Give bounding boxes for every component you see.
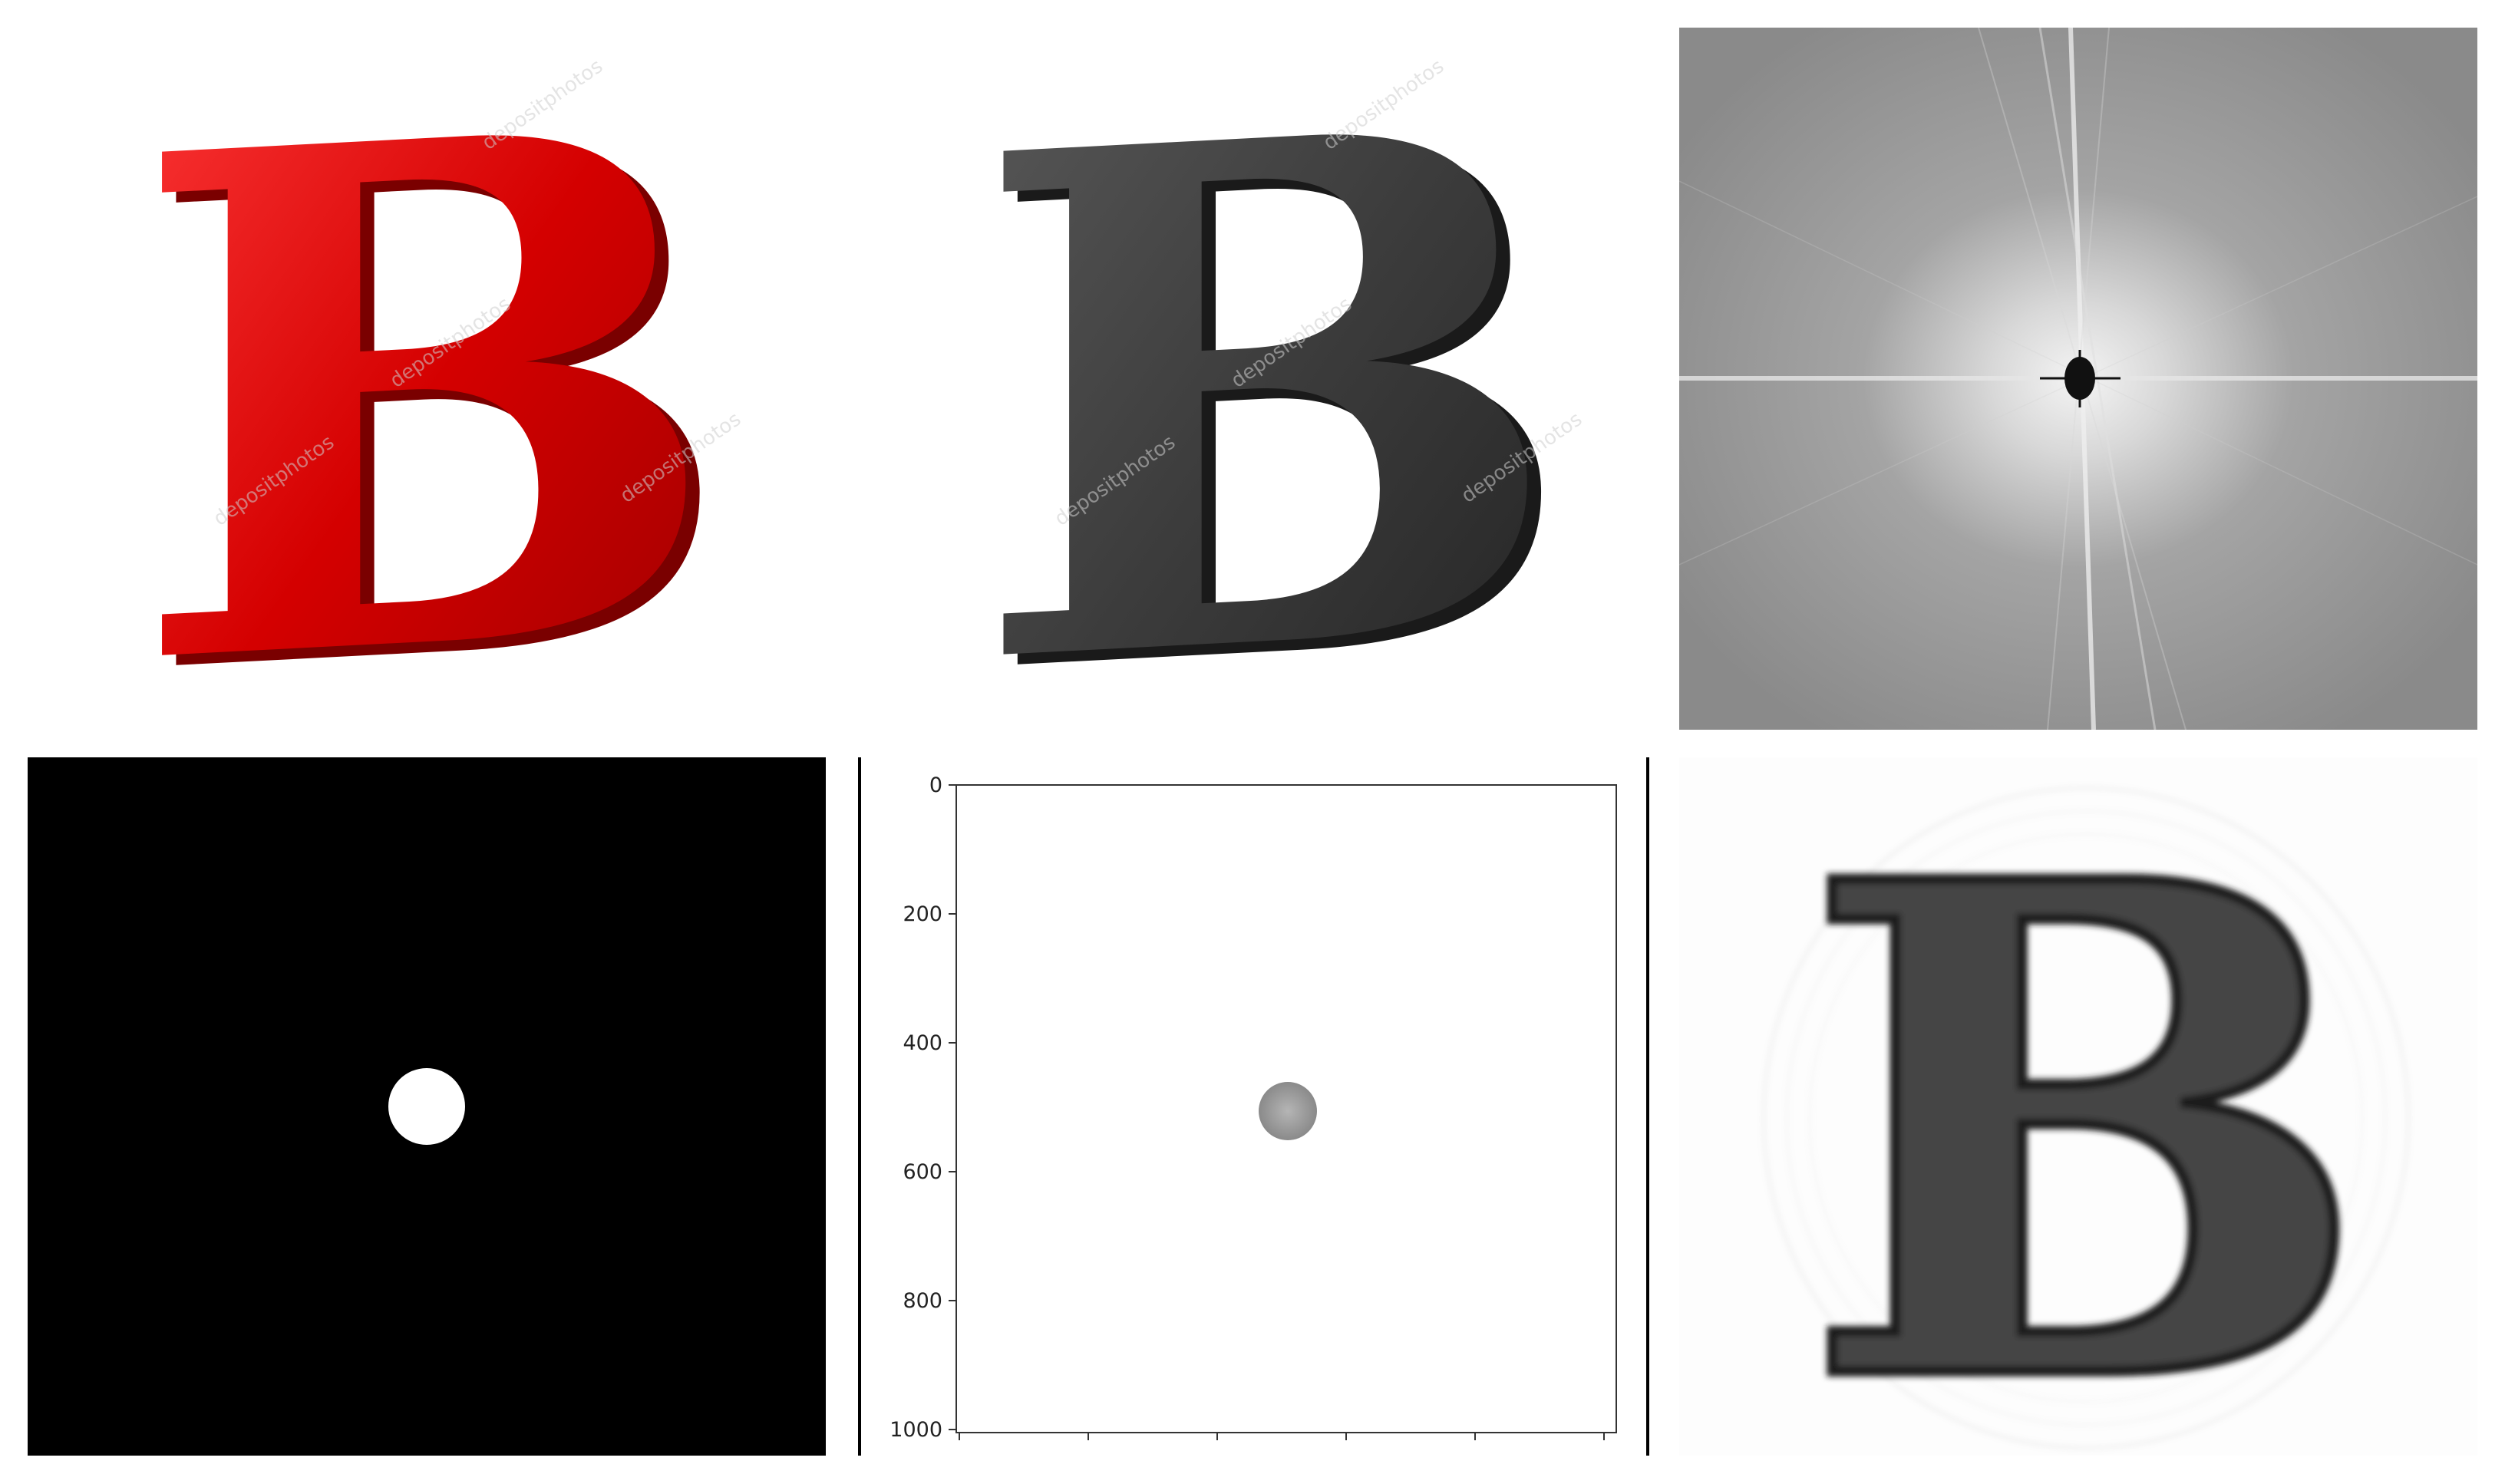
masked-spectrum-plot-panel: 0 200 400 600 800 1000 [853,757,1652,1456]
y-tick-label: 200 [903,902,942,926]
masked-spectrum-plot: 0 200 400 600 800 1000 [858,757,1649,1456]
x-axis [959,1433,1605,1440]
blurred-letter: B [1800,757,2371,1456]
masked-spectrum-dot [1259,1082,1317,1140]
red-letter-image: B B depositphotos depositphotos depositp… [129,28,745,730]
y-tick-label: 0 [929,773,942,797]
circular-mask-panel [28,757,826,1456]
y-tick-label: 1000 [889,1418,942,1442]
circular-mask-image [28,757,826,1456]
gray-letter-image: B B depositphotos depositphotos depositp… [970,28,1586,730]
fft-spectrum-image [1679,28,2477,730]
y-tick-label: 800 [903,1289,942,1313]
grayscale-image-panel: B B depositphotos depositphotos depositp… [853,28,1652,730]
y-axis: 0 200 400 600 800 1000 [889,773,956,1442]
reconstructed-image-panel: B [1679,757,2477,1456]
gray-letter: B [970,28,1566,730]
y-tick-label: 400 [903,1031,942,1055]
red-letter: B [129,28,724,730]
fft-spectrum-panel [1679,28,2477,730]
mask-circle [388,1068,465,1145]
y-tick-label: 600 [903,1160,942,1184]
letter-shadow: B [985,28,1580,730]
original-image-panel: B B depositphotos depositphotos depositp… [28,28,826,730]
reconstructed-letter-image: B [1762,757,2410,1456]
letter-shadow: B [143,28,738,730]
